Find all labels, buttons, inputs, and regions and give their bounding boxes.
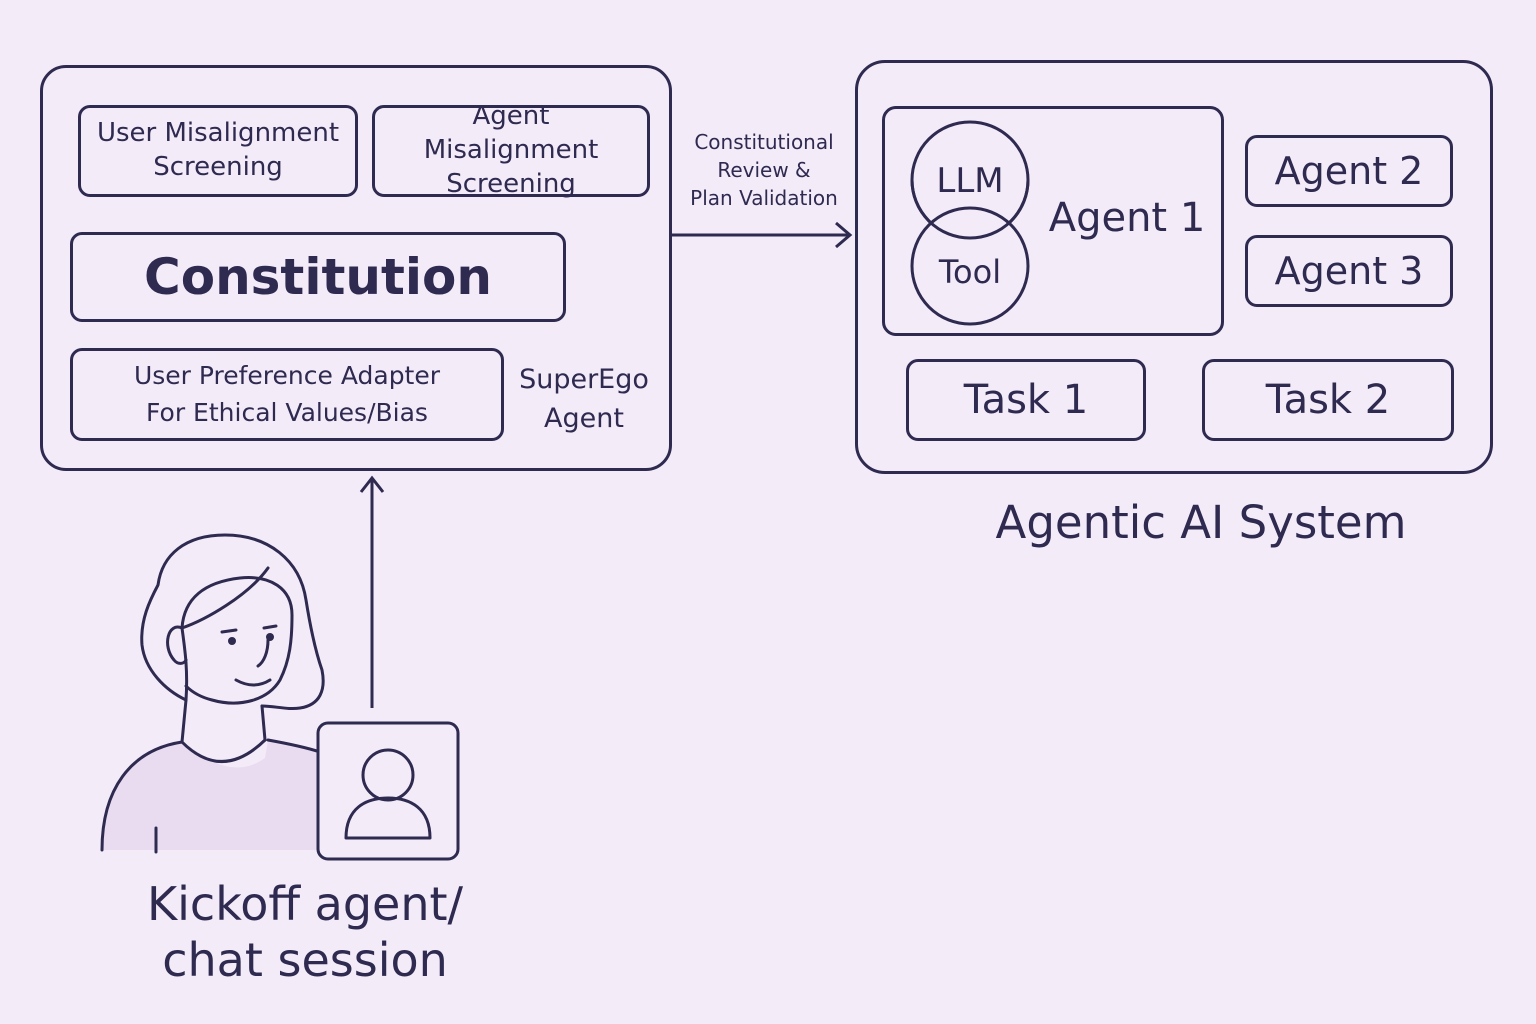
user-preference-adapter-box: User Preference Adapter For Ethical Valu… <box>70 348 504 441</box>
user-misalignment-screening-label: User Misalignment Screening <box>96 118 340 182</box>
kickoff-caption: Kickoff agent/ chat session <box>90 876 520 988</box>
constitutional-review-line3: Plan Validation <box>690 186 838 210</box>
superego-agent-label: SuperEgo Agent <box>512 360 656 438</box>
constitutional-review-line1: Constitutional <box>694 130 834 154</box>
superego-agent-panel <box>40 65 672 471</box>
user-icon <box>316 721 460 861</box>
task-2-label: Task 2 <box>1265 377 1391 423</box>
woman-illustration-icon <box>100 533 325 854</box>
agent-3-box: Agent 3 <box>1245 235 1453 307</box>
arrow-to-superego <box>359 475 385 708</box>
agent-misalignment-screening-box: Agent Misalignment Screening <box>372 101 650 199</box>
user-preference-adapter-label-line2: For Ethical Values/Bias <box>146 397 428 427</box>
superego-agent-label-line2: Agent <box>544 403 624 435</box>
task-1-label: Task 1 <box>963 377 1089 423</box>
kickoff-caption-line2: chat session <box>162 933 448 988</box>
user-misalignment-screening-box: User Misalignment Screening <box>78 105 358 197</box>
arrow-to-agentic-system <box>672 221 853 249</box>
agent-misalignment-screening-label: Agent Misalignment Screening <box>423 101 599 199</box>
constitution-label: Constitution <box>144 248 492 306</box>
agent-1-box <box>882 106 1224 336</box>
constitution-box: Constitution <box>70 232 566 322</box>
constitutional-review-label: Constitutional Review & Plan Validation <box>676 128 852 212</box>
task-1-box: Task 1 <box>906 359 1146 441</box>
constitutional-review-line2: Review & <box>717 158 811 182</box>
agent-2-box: Agent 2 <box>1245 135 1453 207</box>
user-preference-adapter-label-line1: User Preference Adapter <box>133 361 441 391</box>
agentic-ai-system-caption: Agentic AI System <box>995 496 1407 549</box>
agent-3-label: Agent 3 <box>1274 249 1424 293</box>
agentic-ai-system-panel <box>855 60 1493 474</box>
agent-2-label: Agent 2 <box>1274 149 1424 193</box>
superego-agent-label-line1: SuperEgo <box>519 364 649 395</box>
agent-1-label: Agent 1 <box>1048 195 1206 241</box>
kickoff-caption-line1: Kickoff agent/ <box>146 877 464 931</box>
task-2-box: Task 2 <box>1202 359 1454 441</box>
